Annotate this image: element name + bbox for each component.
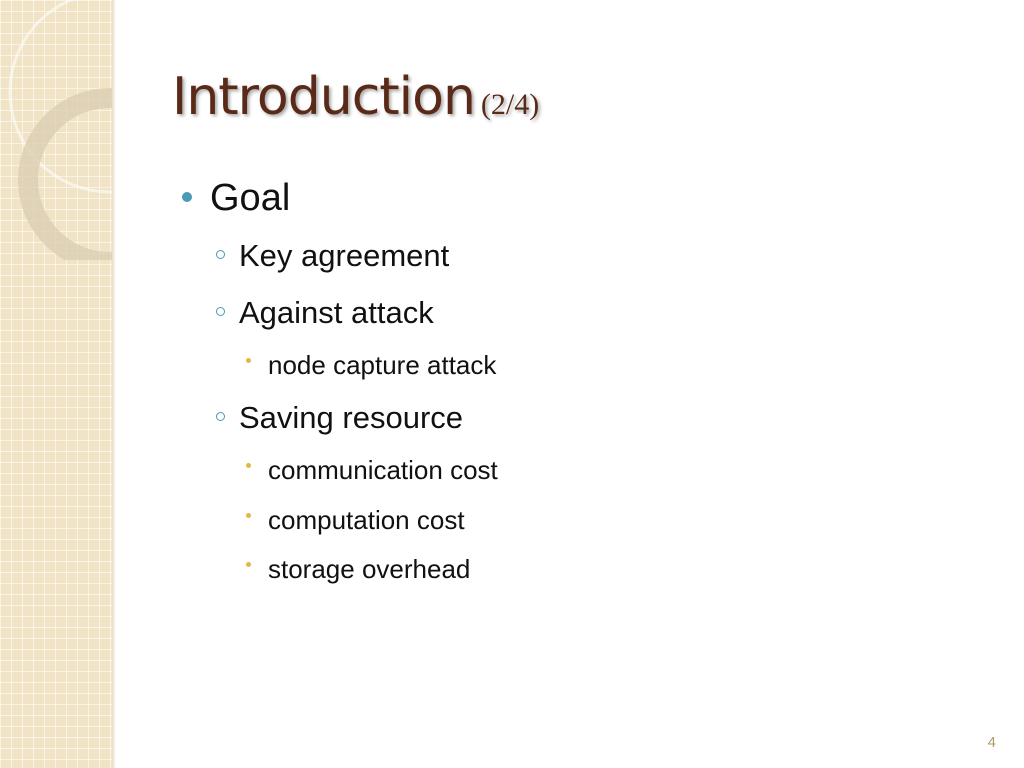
title-text: Introduction	[172, 67, 476, 127]
decorative-side-panel	[0, 0, 112, 768]
slide-number: 4	[987, 734, 996, 751]
list-item-text: Saving resource	[239, 400, 464, 435]
list-item-text: storage overhead	[268, 554, 471, 584]
list-item-text: node capture attack	[268, 350, 497, 380]
list-item-storage-overhead: storage overhead	[246, 553, 470, 585]
list-item-key-agreement: Key agreement	[216, 238, 449, 274]
bullet-dot-small-icon	[246, 561, 251, 567]
side-panel-edge	[112, 0, 116, 768]
list-item-node-capture-attack: node capture attack	[246, 349, 496, 381]
bullet-dot-small-icon	[246, 462, 251, 468]
bullet-ring-icon	[216, 412, 225, 422]
list-item-text: communication cost	[268, 455, 498, 485]
bullet-dot-icon	[182, 191, 192, 202]
list-item-goal: Goal	[182, 176, 290, 220]
list-item-text: computation cost	[268, 505, 465, 535]
page-title: Introduction(2/4)	[172, 62, 539, 140]
list-item-computation-cost: computation cost	[246, 504, 465, 536]
list-item-text: Key agreement	[239, 238, 450, 273]
title-page-counter: (2/4)	[480, 88, 540, 121]
bullet-dot-small-icon	[246, 357, 251, 363]
list-item-text: Goal	[210, 177, 291, 219]
bullet-ring-icon	[216, 250, 225, 260]
list-item-communication-cost: communication cost	[246, 454, 498, 486]
decorative-rings	[8, 0, 112, 260]
list-item-text: Against attack	[239, 295, 434, 330]
list-item-saving-resource: Saving resource	[216, 400, 463, 436]
bullet-dot-small-icon	[246, 512, 251, 518]
bullet-ring-icon	[216, 307, 225, 317]
list-item-against-attack: Against attack	[216, 295, 434, 331]
